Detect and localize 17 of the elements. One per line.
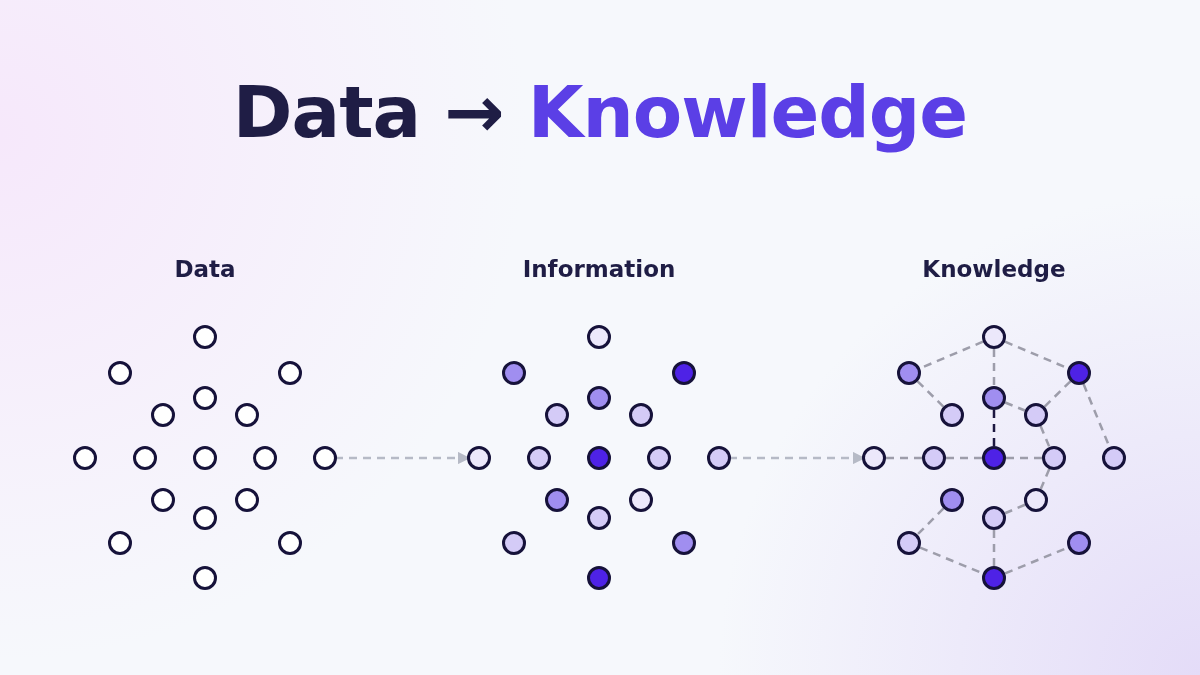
panel-heading: Data xyxy=(173,256,237,282)
connector-line xyxy=(1039,468,1051,490)
connector-line xyxy=(1004,503,1026,515)
connector-line xyxy=(1006,456,1042,460)
panel-heading: Information xyxy=(521,256,677,282)
connector-line xyxy=(886,456,922,460)
connector-line xyxy=(916,507,945,536)
panel-heading: Knowledge xyxy=(921,256,1067,282)
connector-line xyxy=(992,410,996,446)
connector-line xyxy=(916,380,945,408)
connector-line xyxy=(1039,425,1051,448)
connector-line xyxy=(992,349,996,386)
title: Data → Knowledge xyxy=(231,70,969,154)
connector-line xyxy=(1004,401,1026,412)
connector-line xyxy=(992,530,996,566)
connector-line xyxy=(946,456,982,460)
connector-line xyxy=(1043,380,1072,408)
